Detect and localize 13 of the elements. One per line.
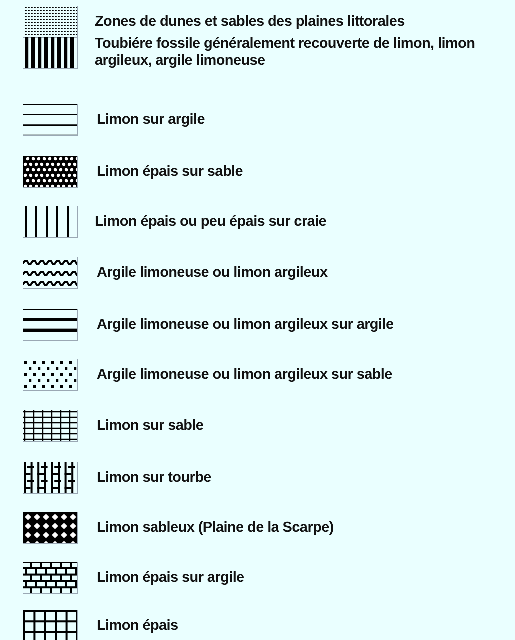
legend-text: Argile limoneuse ou limon argileux sur sable (97, 366, 394, 384)
legend-text: Zones de dunes et sables des plaines littorales (95, 14, 406, 30)
legend-text: Limon sur argile (97, 112, 206, 128)
legend-text: Limon sur tourbe (97, 470, 212, 486)
legend-text: Limon épais (97, 618, 180, 634)
legend-text: Limon sur sable (97, 418, 205, 434)
legend-text: Limon épais sur argile (97, 570, 246, 586)
legend-text: Toubiére fossile généralement recouverte de limon, limon argileux, argile limoneuse (95, 36, 476, 70)
legend-text: Limon sableux (Plaine de la Scarpe) (97, 520, 335, 536)
legend-text: Argile limoneuse ou limon argileux (97, 264, 329, 282)
legend-text: Argile limoneuse ou limon argileux sur argile (97, 316, 395, 334)
legend-text: Limon épais ou peu épais sur craie (95, 214, 328, 230)
legend-text: Limon épais sur sable (97, 164, 244, 180)
